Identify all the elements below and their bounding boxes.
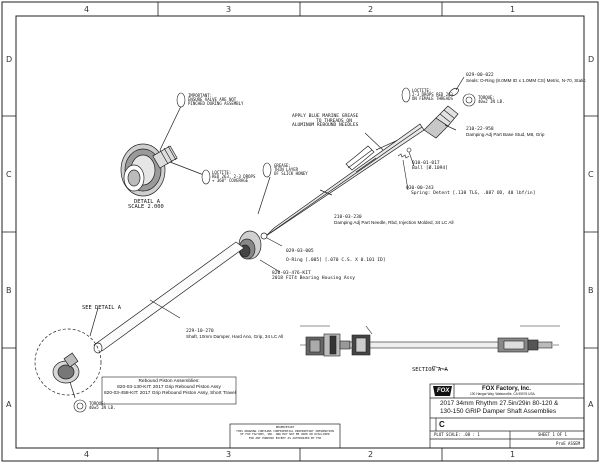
company-address: 130 Hangar Way, Watsonville, CA 95076 US… <box>470 392 535 396</box>
drawing-title-line2: 130-150 GRIP Damper Shaft Assemblies <box>440 408 557 415</box>
company-name: FOX Factory, Inc. <box>482 386 531 392</box>
zone-ticks <box>2 2 598 461</box>
rebound-needle <box>260 123 425 240</box>
ball-and-spring <box>397 147 415 191</box>
proprietary-notice: PROPRIETARY THIS DRAWING CONTAINS CONFID… <box>236 425 334 440</box>
sheet-number: SHEET 1 OF 1 <box>538 432 567 437</box>
torque-top-note: TORQUE:40±2 IN LB. <box>478 95 505 104</box>
sheet-size: C <box>439 420 445 429</box>
base-stud <box>375 76 465 151</box>
detail-a-view <box>120 101 271 215</box>
oring-022 <box>449 87 459 97</box>
section-a-a <box>300 325 560 371</box>
zone-col-label: 3 <box>226 5 232 14</box>
drawing-title: 2017 34mm Rhythm 27.5in/29in 80-120 & <box>440 400 559 407</box>
bearing-housing <box>238 230 283 273</box>
rebound-box-title: Rebound Piston Assemblies: <box>138 379 200 384</box>
rebound-box <box>101 376 237 405</box>
oring-005 <box>260 232 268 240</box>
damper-shaft <box>93 241 245 354</box>
proe-assem: ProE ASSEM <box>556 441 581 446</box>
see-detail-a-label: SEE DETAIL A <box>82 305 121 311</box>
zone-col-label: 2 <box>368 450 374 459</box>
zone-row-label: C <box>6 170 12 179</box>
section-aa-label: SECTION A-A <box>412 367 448 373</box>
title-block-frame <box>229 383 585 449</box>
zone-row-label: D <box>6 55 13 64</box>
zone-row-label: C <box>588 170 594 179</box>
plot-scale: PLOT SCALE: .08 : 1 <box>434 432 480 437</box>
zone-col-label: 3 <box>226 450 232 459</box>
zone-col-label: 1 <box>510 5 516 14</box>
zone-col-label: 1 <box>510 450 516 459</box>
zone-row-label: B <box>6 286 12 295</box>
fox-logo-text: FOX <box>437 388 450 394</box>
rebound-piston-list: Rebound Piston Assemblies: 820-03-130-KI… <box>104 379 236 397</box>
zone-row-label: B <box>588 286 594 295</box>
zone-row-label: D <box>588 55 595 64</box>
zone-row-label: A <box>588 400 594 409</box>
zone-col-label: 2 <box>368 5 374 14</box>
zone-row-label: A <box>6 400 12 409</box>
loctite-detail-note: LOCTITE:RED 263. 2-3 DROPS+ 360° COVERAG… <box>212 170 256 183</box>
fox-logo <box>433 386 452 396</box>
rebound-piston-view <box>34 307 102 399</box>
torque-bottom-note: TORQUE:40±5 IN LB. <box>89 401 116 410</box>
zone-col-label: 4 <box>84 5 90 14</box>
rebound-box-line: 820-03-130-KIT: 2017 Grip Rebound Piston… <box>117 384 221 390</box>
note-symbols <box>73 87 476 413</box>
zone-col-label: 4 <box>84 450 90 459</box>
rebound-box-line: 820-03-458-KIT: 2017 Grip Rebound Piston… <box>104 390 236 396</box>
